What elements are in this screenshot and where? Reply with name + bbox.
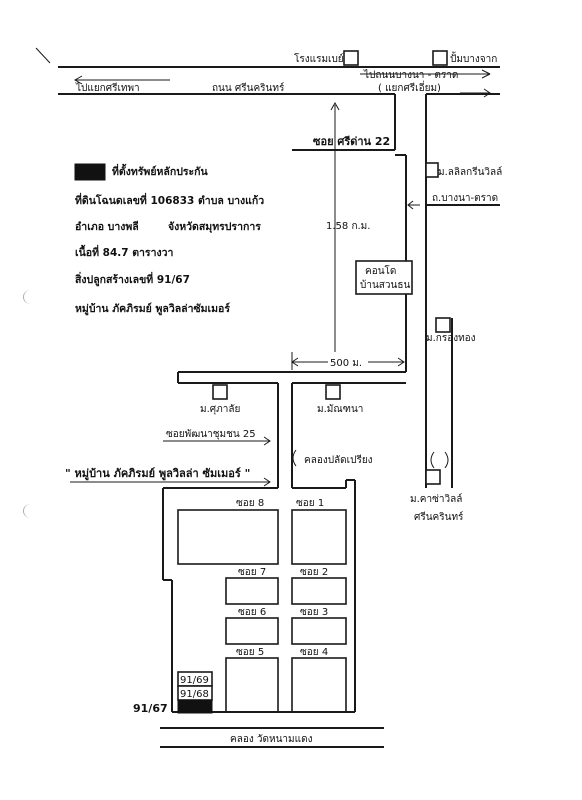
property-deed: ที่ดินโฉนดเลขที่ 106833 ตำบล บางแก้ว [75, 192, 264, 207]
arrow-head [481, 73, 491, 79]
soi1-label: ซอย 1 [296, 498, 324, 509]
soi-sridan-label: ซอย ศรีด่าน 22 [313, 135, 390, 148]
soi6-label: ซอย 6 [238, 607, 266, 618]
casa-landmark-box [425, 469, 441, 485]
mantana-label: ม.มัณฑนา [317, 404, 363, 415]
soi3-label: ซอย 3 [300, 607, 328, 618]
hotel-landmark-box [343, 50, 359, 66]
block-soi4 [291, 657, 347, 713]
pump-label: ปั้มบางจาก [450, 51, 497, 65]
asset-legend-marker [74, 163, 106, 181]
block-soi2 [291, 577, 347, 605]
house-91-67-asset [177, 699, 213, 714]
srieam-label: ( แยกศรีเอี่ยม) [378, 80, 441, 94]
lalin-label: ม.ลลิลกรีนวิลล์ [438, 166, 502, 178]
soi8-label: ซอย 8 [236, 498, 264, 509]
arrow-head [330, 101, 340, 111]
arrow-head [407, 200, 414, 210]
property-district: อำเภอ บางพลี จังหวัดสมุทรปราการ [75, 220, 261, 234]
arrow-head [263, 436, 271, 446]
to-srithepha-label: ไปแยกศรีเทพา [75, 82, 140, 94]
arrow-left-head [73, 75, 83, 85]
property-building: สิ่งปลูกสร้างเลขที่ 91/67 [74, 271, 189, 287]
canal-mark [430, 451, 435, 469]
block-soi6 [225, 617, 279, 645]
house-91-67-label: 91/67 [133, 702, 168, 715]
mantana-landmark-box [325, 384, 341, 400]
property-village: หมู่บ้าน ภัคภิรมย์ พูลวิลล่าซัมเมอร์ [75, 302, 230, 316]
soi-phatthana-label: ซอยพัฒนาชุมชน 25 [166, 429, 256, 440]
condo-landmark-box [355, 260, 413, 295]
pump-landmark-box [432, 50, 448, 66]
block-soi8 [177, 509, 279, 565]
to-bangna-label: ไปถนนบางนา - ตราด [363, 69, 458, 81]
arrow-head [291, 357, 299, 367]
asset-legend-label: ที่ตั้งทรัพย์หลักประกัน [112, 163, 209, 178]
block-soi3 [291, 617, 347, 645]
label-bg [328, 355, 368, 368]
canal-plad-label: คลองปลัดเปรียง [304, 454, 373, 466]
block-soi5 [225, 657, 279, 713]
casa-label-2: ศรีนครินทร์ [414, 511, 464, 523]
srinakarin-road-label: ถนน ศรีนครินทร์ [212, 82, 285, 94]
hotel-label: โรงแรมเบย์ [294, 52, 344, 65]
krongthong-landmark-box [435, 317, 451, 333]
soi7-label: ซอย 7 [238, 567, 266, 578]
house-91-69-label: 91/69 [180, 675, 209, 686]
lalin-landmark-box [425, 162, 439, 178]
scan-mark [35, 47, 51, 64]
supalai-label: ม.ศุภาลัย [200, 404, 240, 415]
krongthong-label: ม.กรองทอง [426, 333, 476, 344]
punch-hole-bottom [23, 504, 38, 518]
arrow-head [483, 88, 491, 98]
canal-wat-label: คลอง วัดหนามแดง [230, 734, 313, 745]
block-soi7 [225, 577, 279, 605]
vertical-distance-label: 1.58 ก.ม. [326, 221, 370, 232]
house-91-68-label: 91/68 [180, 689, 209, 700]
condo-label-2: บ้านสวนธน [360, 279, 410, 291]
block-soi1 [291, 509, 347, 565]
horizontal-distance-label: 500 ม. [330, 358, 362, 369]
arrow-head [263, 477, 271, 487]
village-banner: " หมู่บ้าน ภัคภิรมย์ พูลวิลล่า ซัมเมอร์ … [65, 467, 250, 481]
soi4-label: ซอย 4 [300, 647, 328, 658]
arrow-head [397, 357, 405, 367]
canal-mark [444, 451, 449, 469]
casa-label-1: ม.คาซ่าวิลล์ [410, 493, 462, 505]
soi2-label: ซอย 2 [300, 567, 328, 578]
condo-label-1: คอนโด [365, 264, 396, 277]
canal-mark-left [292, 449, 297, 467]
bangna-trad-label: ถ.บางนา-ตราด [432, 193, 498, 204]
property-area: เนื้อที่ 84.7 ตารางวา [75, 244, 173, 259]
soi5-label: ซอย 5 [236, 647, 264, 658]
supalai-landmark-box [212, 384, 228, 400]
punch-hole-top [23, 290, 38, 304]
